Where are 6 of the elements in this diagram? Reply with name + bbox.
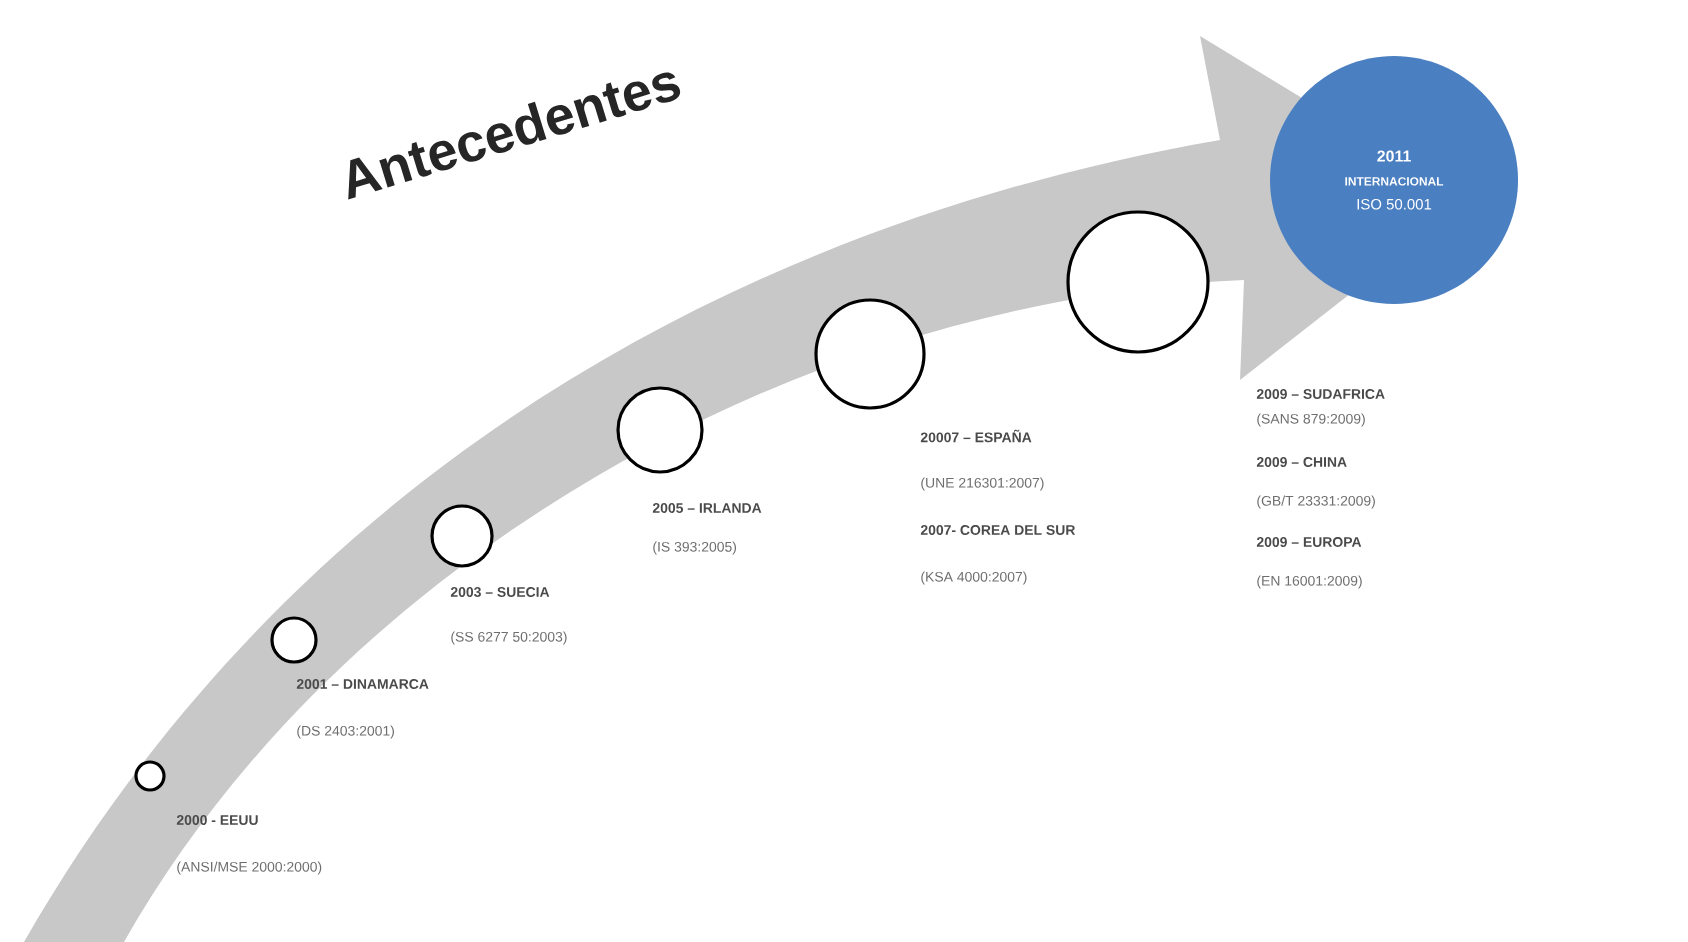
milestone-circle xyxy=(1066,210,1210,354)
milestone-circle xyxy=(616,386,704,474)
milestone-circle xyxy=(134,760,166,792)
milestone-circle xyxy=(270,616,318,664)
milestone-circle xyxy=(814,298,926,410)
milestone-circle xyxy=(430,504,494,568)
